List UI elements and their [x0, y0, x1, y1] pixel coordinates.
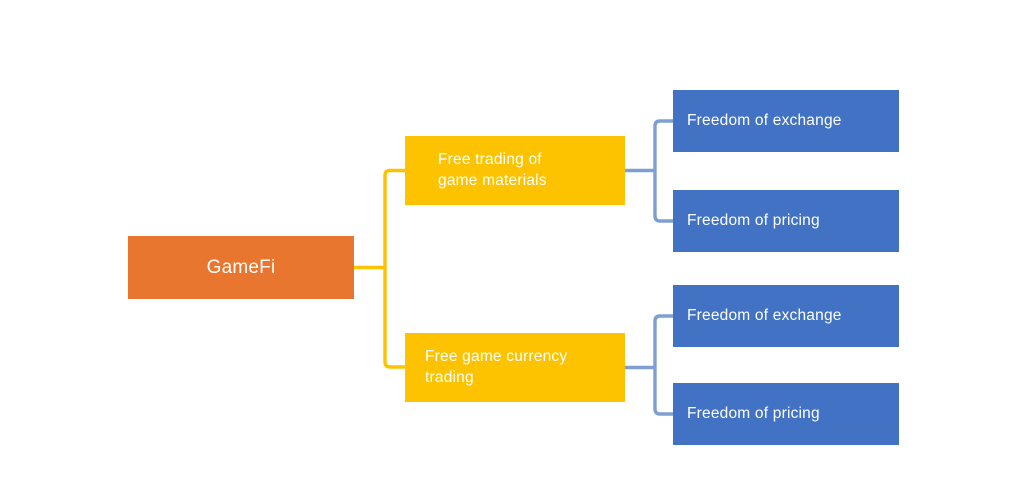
connector-root-to-branches — [354, 168, 405, 369]
node-branch-label: Free game currency trading — [425, 348, 568, 386]
node-leaf-freedom-of-pricing-1[interactable]: Freedom of pricing — [673, 190, 899, 252]
connector-branch-2-to-leaves — [625, 314, 673, 416]
node-leaf-freedom-of-pricing-2[interactable]: Freedom of pricing — [673, 383, 899, 445]
node-root-gamefi[interactable]: GameFi — [128, 236, 354, 299]
node-leaf-label: Freedom of pricing — [687, 211, 820, 229]
node-leaf-label: Freedom of exchange — [687, 306, 842, 324]
connector-branch-1-to-leaves — [625, 119, 673, 223]
node-leaf-label: Freedom of exchange — [687, 111, 842, 129]
node-branch-label: Free trading of game materials — [438, 151, 547, 189]
node-leaf-label: Freedom of pricing — [687, 404, 820, 422]
node-branch-free-game-currency-trading[interactable]: Free game currency trading — [405, 333, 625, 402]
node-leaf-freedom-of-exchange-1[interactable]: Freedom of exchange — [673, 90, 899, 152]
node-branch-free-trading-of-game-materials[interactable]: Free trading of game materials — [405, 136, 625, 205]
node-leaf-freedom-of-exchange-2[interactable]: Freedom of exchange — [673, 285, 899, 347]
node-root-label: GameFi — [206, 256, 276, 278]
